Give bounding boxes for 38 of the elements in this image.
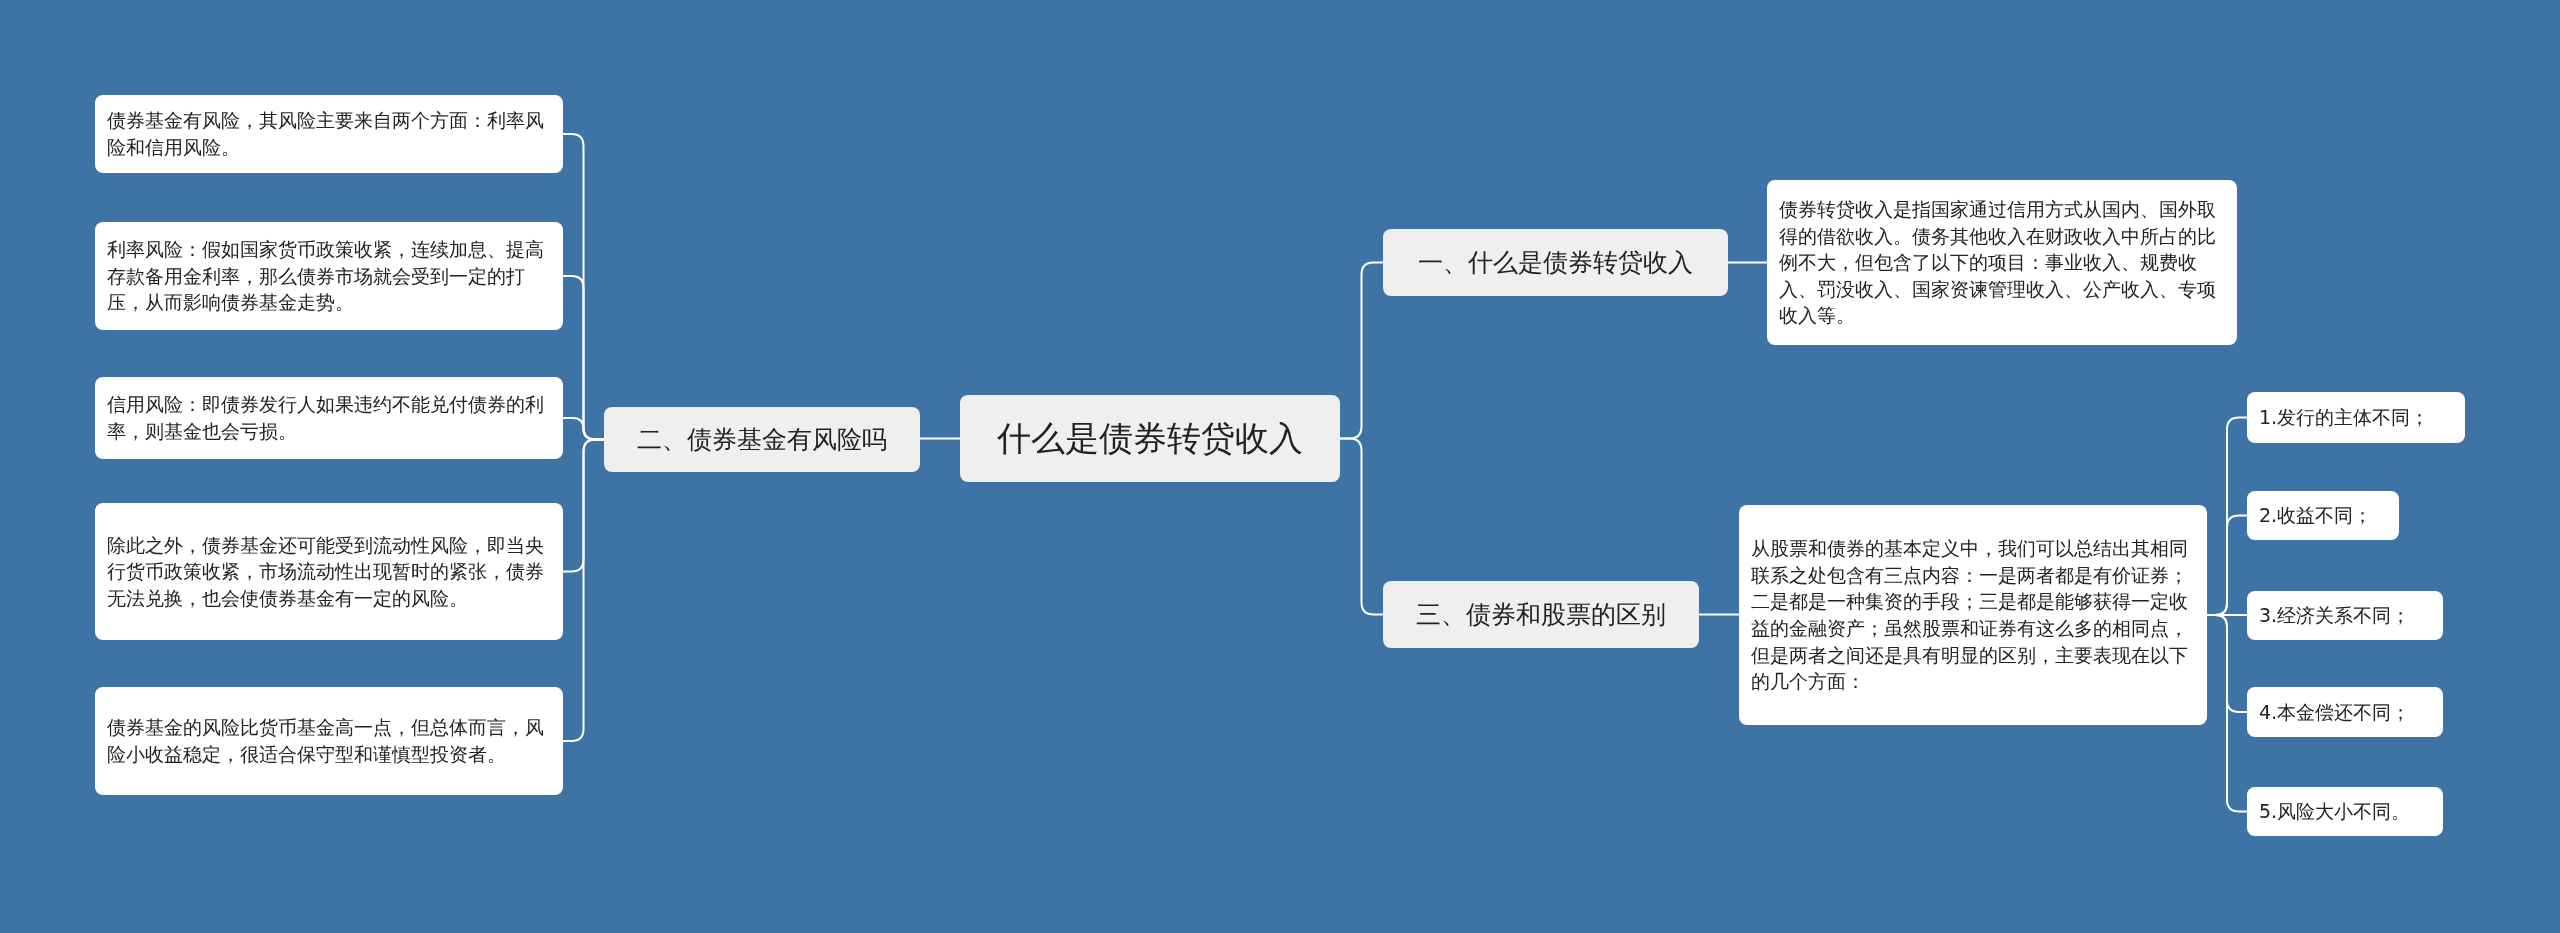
note-box	[2247, 591, 2443, 640]
node-text: 一、什么是债券转贷收入	[1418, 247, 1693, 278]
node-text: 5.风险大小不同。	[2259, 799, 2411, 825]
note-box	[95, 377, 563, 459]
node-text: 1.发行的主体不同；	[2259, 405, 2430, 431]
node-text: 利率风险：假如国家货币政策收紧，连续加息、提高存款备用金利率，那么债券市场就会受到一定的打压，从而影响债券基金走势。	[107, 237, 545, 316]
node-text: 三、债券和股票的区别	[1416, 599, 1666, 630]
connector-line	[2206, 614, 2248, 813]
note-box	[95, 95, 563, 173]
branch-box	[1383, 581, 1699, 648]
branch-box	[1383, 229, 1728, 296]
node-text: 债券转贷收入是指国家通过信用方式从国内、国外取得的借欲收入。债务其他收入在财政收入中所占的比例不大，但包含了以下的项目：事业收入、规费收入、罚没收入、国家资谏管理收入、公产收入、专项收入等。	[1779, 197, 2217, 329]
connector-line	[1727, 261, 1768, 264]
node-text: 二、债券基金有风险吗	[637, 424, 887, 455]
node-text: 3.经济关系不同；	[2259, 603, 2411, 629]
node-text: 从股票和债券的基本定义中，我们可以总结出其相同联系之处包含有三点内容：一是两者都是有价证券；二是都是一种集资的手段；三是都是能够获得一定收益的金融资产；虽然股票和证券有这么多的相同点，但是两者之间还是具有明显的区别，主要表现在以下的几个方面：	[1751, 536, 2189, 695]
note-box	[2247, 392, 2465, 443]
note-box	[2247, 687, 2443, 737]
node-text: 债券基金的风险比货币基金高一点，但总体而言，风险小收益稳定，很适合保守型和谨慎型投资者。	[107, 715, 545, 767]
note-box	[95, 687, 563, 795]
connector-line	[562, 438, 605, 742]
note-box	[95, 222, 563, 330]
node-text: 什么是债券转贷收入	[997, 418, 1303, 459]
topic-box	[960, 395, 1340, 482]
connector-line	[1339, 437, 1384, 616]
node-text: 债券基金有风险，其风险主要来自两个方面：利率风险和信用风险。	[107, 108, 545, 160]
note-box	[1739, 505, 2207, 725]
node-text: 2.收益不同；	[2259, 503, 2373, 529]
branch-box	[604, 407, 920, 472]
node-text: 4.本金偿还不同；	[2259, 699, 2411, 725]
connector-line	[919, 437, 961, 440]
connector-line	[1698, 613, 1740, 616]
note-box	[2247, 787, 2443, 836]
node-text: 信用风险：即债券发行人如果违约不能兑付债券的利率，则基金也会亏损。	[107, 392, 545, 444]
note-box	[95, 503, 563, 640]
note-box	[1767, 180, 2237, 345]
node-text: 除此之外，债券基金还可能受到流动性风险，即当央行货币政策收紧，市场流动性出现暂时的紧张，债券无法兑换，也会使债券基金有一定的风险。	[107, 532, 545, 611]
note-box	[2247, 491, 2399, 540]
